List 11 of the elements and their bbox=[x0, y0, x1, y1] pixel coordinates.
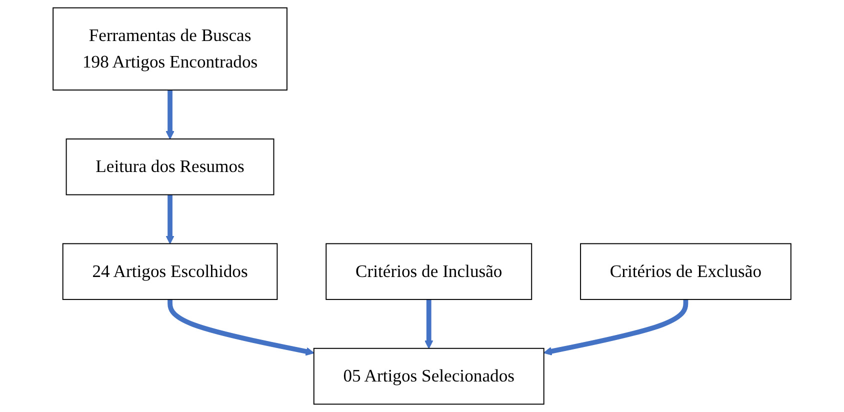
arrow bbox=[168, 299, 314, 356]
arrow bbox=[424, 299, 434, 349]
node-box: Critérios de Exclusão bbox=[580, 243, 792, 300]
node-box: Leitura dos Resumos bbox=[66, 138, 274, 196]
node-box: Critérios de Inclusão bbox=[326, 243, 532, 300]
node-box: 05 Artigos Selecionados bbox=[313, 348, 544, 405]
arrow bbox=[166, 90, 174, 140]
arrow bbox=[543, 299, 688, 356]
node-box: 24 Artigos Escolhidos bbox=[62, 243, 278, 300]
arrow bbox=[166, 194, 174, 244]
node-box: Ferramentas de Buscas 198 Artigos Encontrados bbox=[52, 7, 288, 91]
